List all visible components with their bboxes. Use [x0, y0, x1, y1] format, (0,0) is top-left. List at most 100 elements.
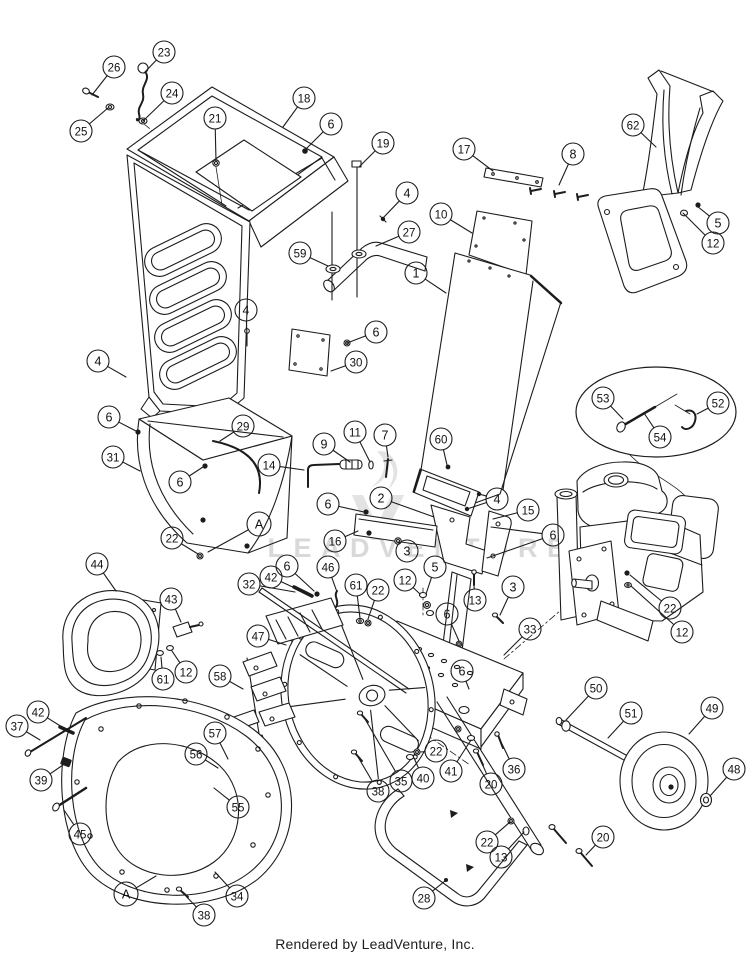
callout-12[interactable]: 12 [701, 231, 725, 255]
callout-51[interactable]: 51 [619, 701, 643, 725]
callout-25[interactable]: 25 [69, 119, 93, 143]
callout-41[interactable]: 41 [439, 759, 463, 783]
callout-42[interactable]: 42 [259, 565, 283, 589]
leader-line [207, 529, 250, 553]
callout-6[interactable]: 6 [319, 112, 343, 136]
callout-18[interactable]: 18 [292, 86, 316, 110]
callout-22[interactable]: 22 [366, 578, 390, 602]
callout-5[interactable]: 5 [423, 555, 447, 579]
leader-line [344, 530, 359, 538]
callout-36[interactable]: 36 [502, 757, 526, 781]
callout-53[interactable]: 53 [591, 386, 615, 410]
callout-61[interactable]: 61 [344, 573, 368, 597]
leader-line [359, 441, 371, 463]
callout-6[interactable]: 6 [168, 470, 192, 494]
callout-30[interactable]: 30 [344, 350, 368, 374]
callout-1[interactable]: 1 [404, 261, 428, 285]
callout-37[interactable]: 37 [5, 714, 29, 738]
svg-text:28: 28 [418, 893, 431, 905]
callout-28[interactable]: 28 [412, 886, 436, 910]
svg-text:42: 42 [265, 572, 278, 584]
callout-50[interactable]: 50 [584, 676, 608, 700]
callout-33[interactable]: 33 [518, 617, 542, 641]
callout-15[interactable]: 15 [516, 498, 540, 522]
svg-text:22: 22 [430, 746, 443, 758]
callout-14[interactable]: 14 [257, 453, 281, 477]
callout-22[interactable]: 22 [475, 830, 499, 854]
callout-26[interactable]: 26 [102, 55, 126, 79]
callout-4[interactable]: 4 [485, 487, 509, 511]
callout-A[interactable]: A [246, 511, 272, 537]
callout-12[interactable]: 12 [174, 660, 198, 684]
callout-13[interactable]: 13 [489, 845, 513, 869]
callout-22[interactable]: 22 [658, 596, 682, 620]
callout-19[interactable]: 19 [371, 131, 395, 155]
callout-10[interactable]: 10 [429, 202, 453, 226]
callout-3[interactable]: 3 [395, 539, 419, 563]
callout-13[interactable]: 13 [463, 588, 487, 612]
callout-27[interactable]: 27 [397, 220, 421, 244]
callout-57[interactable]: 57 [203, 721, 227, 745]
callout-61[interactable]: 61 [151, 667, 175, 691]
callout-6[interactable]: 6 [450, 659, 474, 683]
callout-22[interactable]: 22 [424, 739, 448, 763]
callout-48[interactable]: 48 [722, 757, 746, 781]
callout-2[interactable]: 2 [369, 486, 393, 510]
callout-42[interactable]: 42 [26, 700, 50, 724]
svg-text:11: 11 [349, 427, 361, 439]
callout-52[interactable]: 52 [706, 391, 730, 415]
callout-9[interactable]: 9 [312, 432, 336, 456]
callout-62[interactable]: 62 [621, 113, 645, 137]
callout-21[interactable]: 21 [203, 106, 227, 130]
callout-7[interactable]: 7 [373, 423, 397, 447]
callout-40[interactable]: 40 [411, 766, 435, 790]
callout-38[interactable]: 38 [192, 903, 216, 927]
leader-line [142, 100, 165, 122]
callout-34[interactable]: 34 [225, 884, 249, 908]
callout-6[interactable]: 6 [97, 405, 121, 429]
callout-4[interactable]: 4 [86, 349, 110, 373]
svg-text:1: 1 [413, 266, 420, 280]
callout-23[interactable]: 23 [152, 40, 176, 64]
callout-56[interactable]: 56 [184, 742, 208, 766]
callout-6[interactable]: 6 [275, 554, 299, 578]
callout-11[interactable]: 11 [343, 420, 367, 444]
callout-6[interactable]: 6 [435, 602, 459, 626]
stand-legs [436, 696, 544, 856]
callout-6[interactable]: 6 [541, 523, 565, 547]
leader-line [375, 235, 400, 247]
callout-4[interactable]: 4 [234, 298, 258, 322]
callout-49[interactable]: 49 [700, 696, 724, 720]
callout-59[interactable]: 59 [288, 241, 312, 265]
callout-44[interactable]: 44 [85, 552, 109, 576]
callout-60[interactable]: 60 [429, 427, 453, 451]
callout-29[interactable]: 29 [231, 414, 255, 438]
callout-12[interactable]: 12 [670, 620, 694, 644]
callout-45[interactable]: 45 [68, 822, 92, 846]
callout-47[interactable]: 47 [246, 624, 270, 648]
callout-A[interactable]: A [113, 881, 139, 907]
callout-20[interactable]: 20 [479, 772, 503, 796]
callout-55[interactable]: 55 [226, 795, 250, 819]
callout-43[interactable]: 43 [159, 587, 183, 611]
callout-5[interactable]: 5 [706, 211, 730, 235]
callout-31[interactable]: 31 [101, 445, 125, 469]
callout-22[interactable]: 22 [160, 526, 184, 550]
callout-20[interactable]: 20 [591, 825, 615, 849]
callout-8[interactable]: 8 [561, 142, 585, 166]
callout-58[interactable]: 58 [208, 664, 232, 688]
callout-54[interactable]: 54 [648, 425, 672, 449]
callout-32[interactable]: 32 [237, 572, 261, 596]
callout-3[interactable]: 3 [501, 575, 525, 599]
callout-16[interactable]: 16 [323, 529, 347, 553]
callout-39[interactable]: 39 [29, 768, 53, 792]
callout-17[interactable]: 17 [452, 137, 476, 161]
callout-6[interactable]: 6 [364, 320, 388, 344]
callout-6[interactable]: 6 [316, 492, 340, 516]
callout-46[interactable]: 46 [316, 555, 340, 579]
callout-24[interactable]: 24 [160, 81, 184, 105]
callout-12[interactable]: 12 [393, 568, 417, 592]
callout-38[interactable]: 38 [366, 779, 390, 803]
callout-4[interactable]: 4 [395, 181, 419, 205]
svg-text:21: 21 [209, 113, 222, 125]
